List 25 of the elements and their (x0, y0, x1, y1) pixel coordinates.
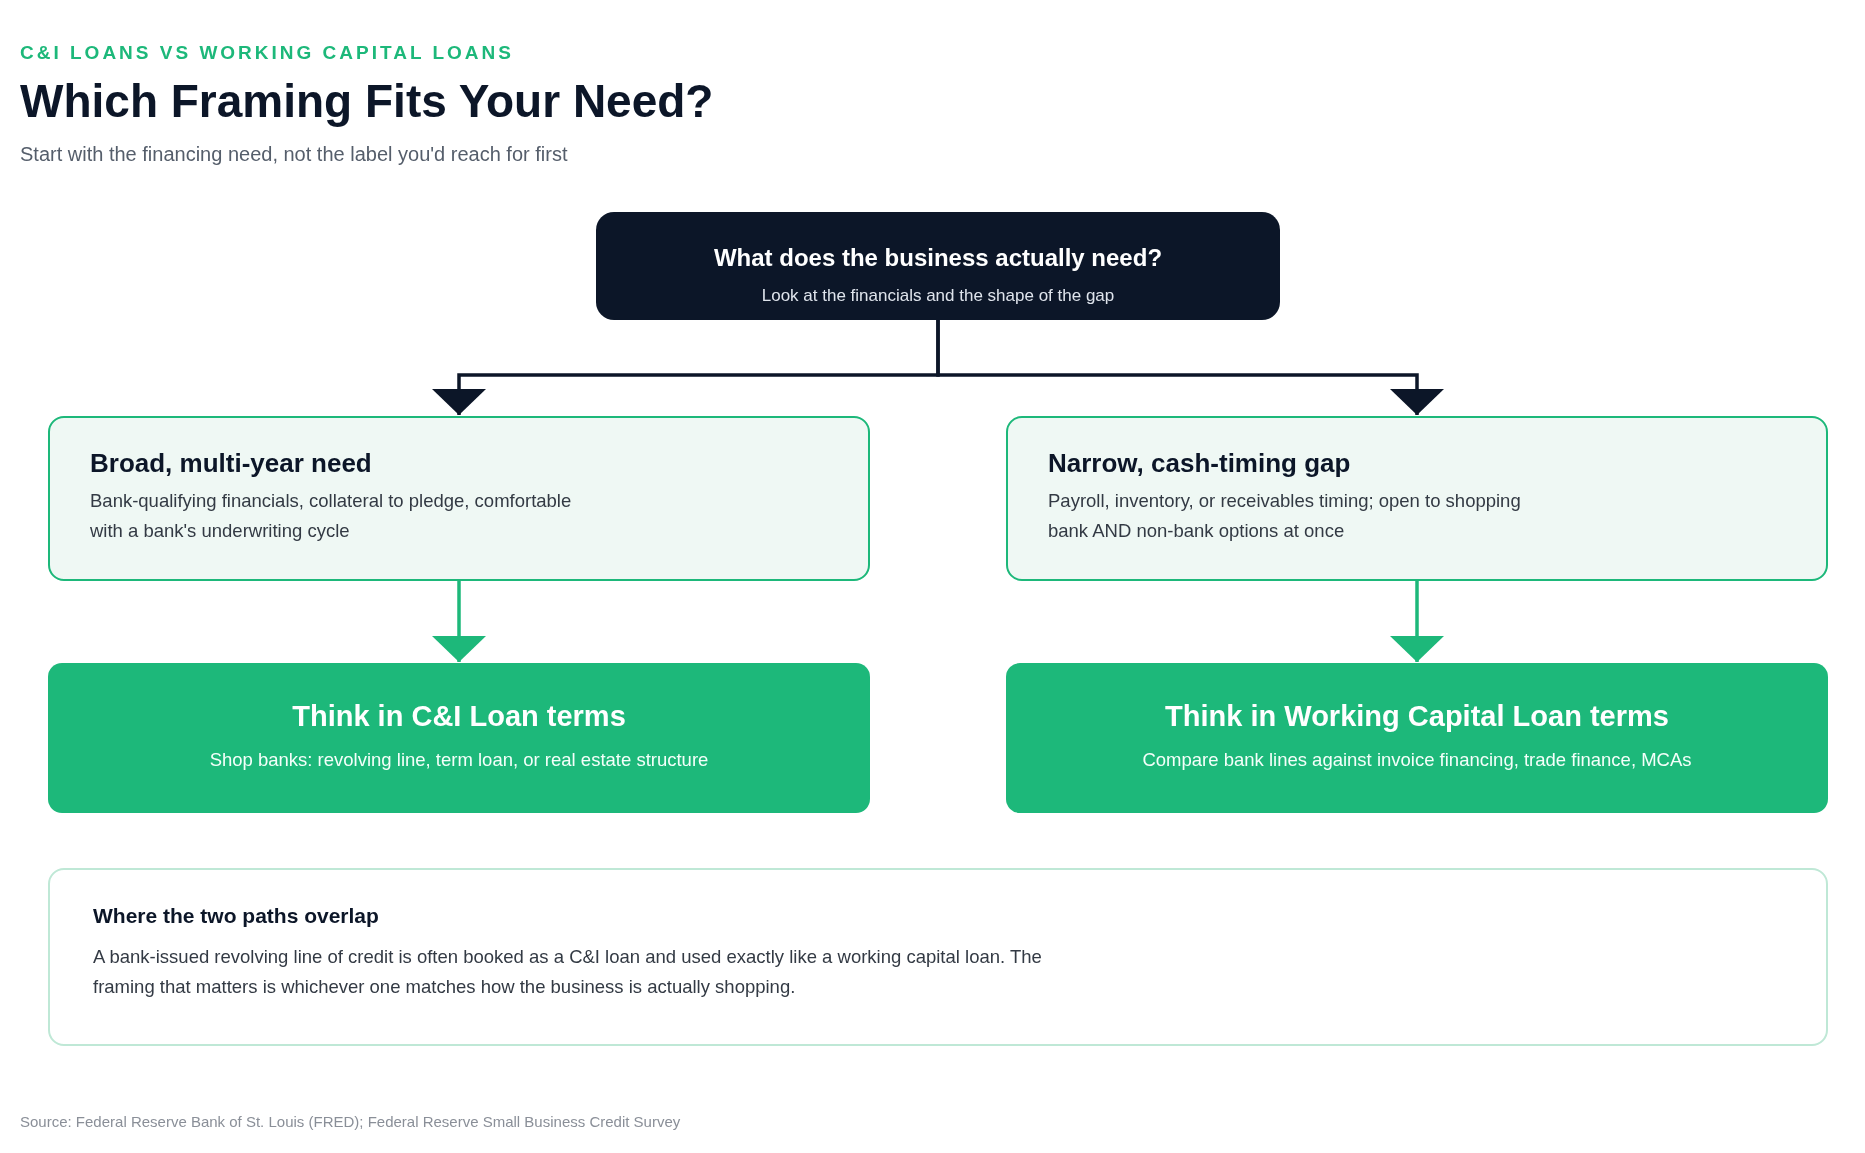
question-box (596, 212, 1280, 320)
eyebrow-text: C&I LOANS VS WORKING CAPITAL LOANS (20, 42, 514, 64)
criteria-detail: Bank-qualifying financials, collateral to pledge, comfortable with a bank's underwriting cycle (90, 489, 573, 543)
criteria-detail: Payroll, inventory, or receivables timing; open to shopping bank AND non-bank options at once (1048, 489, 1522, 543)
note-body: A bank-issued revolving line of credit is often booked as a C&I loan and used exactly like a working capital loan. The framing that matters is whichever one matches how the business is actually shopping. (93, 945, 1043, 999)
subtitle-text: Start with the financing need, not the label you'd reach for first (20, 143, 568, 166)
question-detail: Look at the financials and the shape of the gap (760, 286, 1116, 306)
criteria-box (48, 416, 870, 581)
result-detail: Compare bank lines against invoice financing, trade finance, MCAs (1141, 749, 1693, 771)
criteria-heading: Narrow, cash-timing gap (1048, 448, 1352, 479)
question-heading: What does the business actually need? (712, 244, 1164, 272)
result-detail: Shop banks: revolving line, term loan, or real estate structure (208, 749, 710, 771)
result-heading: Think in C&I Loan terms (291, 700, 627, 733)
note-box (48, 868, 1828, 1046)
arrow (432, 581, 486, 662)
arrow (1390, 581, 1444, 662)
source-note: Source: Federal Reserve Bank of St. Louis (FRED); Federal Reserve Small Business Credit Survey (20, 1113, 681, 1130)
title: Which Framing Fits Your Need? (20, 74, 714, 128)
note-heading: Where the two paths overlap (93, 904, 380, 928)
arrow (936, 320, 1444, 415)
result-box (48, 663, 870, 813)
criteria-box (1006, 416, 1828, 581)
criteria-heading: Broad, multi-year need (90, 448, 373, 479)
result-box (1006, 663, 1828, 813)
result-heading: Think in Working Capital Loan terms (1164, 700, 1670, 733)
